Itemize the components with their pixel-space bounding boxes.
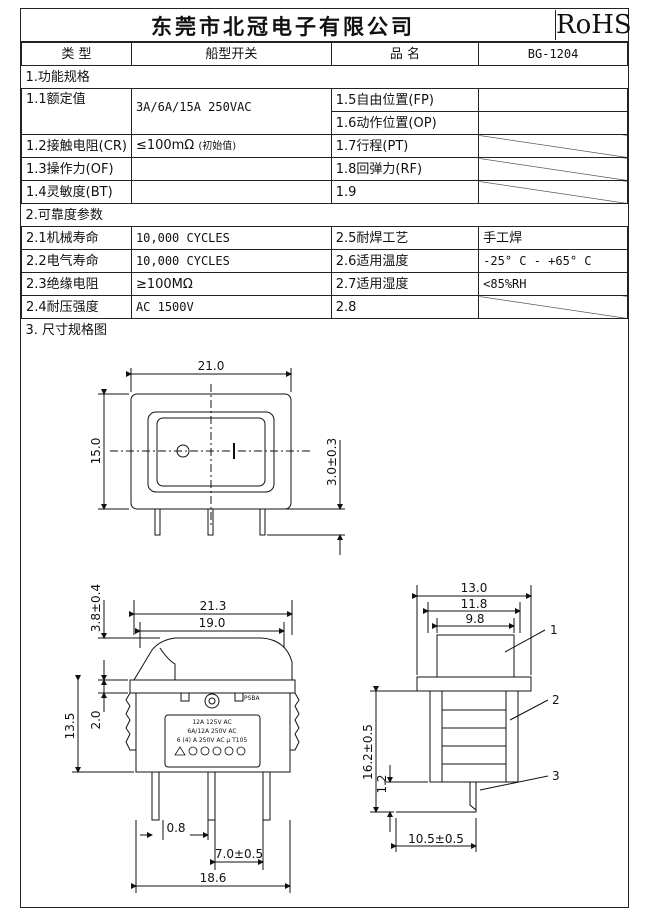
callout-1: 1 xyxy=(550,623,558,637)
dim-base-width: 18.6 xyxy=(200,871,227,885)
label-line-3: 6 (4) A 250V AC µ T105 xyxy=(177,737,248,744)
dim-front-width: 21.3 xyxy=(200,599,227,613)
dim-pin-length: 3.0±0.3 xyxy=(325,438,339,486)
dim-top-width: 21.0 xyxy=(198,359,225,373)
label-line-2: 6A/12A 250V AC xyxy=(187,728,236,735)
dim-side-pin: 1.2 xyxy=(375,774,389,793)
dim-top-height: 15.0 xyxy=(89,438,103,465)
dim-side-width-1: 13.0 xyxy=(461,581,488,595)
dim-pin-pitch: 7.0±0.5 xyxy=(215,847,263,861)
item19-value xyxy=(478,180,628,204)
item19-label: 1.9 xyxy=(330,180,480,204)
side-view xyxy=(370,585,549,852)
bt-label: 1.4灵敏度(BT) xyxy=(21,180,132,204)
spec-sheet: 东莞市北冠电子有限公司 RoHS 类 型 船型开关 品 名 BG-1204 1.… xyxy=(20,8,632,908)
section3-title: 3. 尺寸规格图 xyxy=(21,318,628,341)
weld-label: 2.5耐焊工艺 xyxy=(330,226,480,250)
name-value: BG-1204 xyxy=(478,42,628,66)
rf-label: 1.8回弹力(RF) xyxy=(330,157,480,181)
rated-value: 3A/6A/15A 250VAC xyxy=(130,88,332,135)
sheet-header: 东莞市北冠电子有限公司 RoHS xyxy=(21,9,632,42)
spec-table: 类 型 船型开关 品 名 BG-1204 1.功能规格 1.1额定值 3A/6A… xyxy=(21,42,628,341)
company-name: 东莞市北冠电子有限公司 xyxy=(151,15,415,39)
label-line-1: 12A 125V AC xyxy=(192,719,231,726)
top-view xyxy=(98,368,345,555)
dim-rocker-width: 19.0 xyxy=(199,616,226,630)
item28-label: 2.8 xyxy=(330,295,480,319)
type-label: 类 型 xyxy=(21,42,132,66)
rohs-mark: RoHS xyxy=(555,10,632,40)
name-label: 品 名 xyxy=(330,42,480,66)
dim-side-height: 16.2±0.5 xyxy=(361,724,375,780)
dim-body-height: 13.5 xyxy=(63,713,77,740)
volt-label: 2.4耐压强度 xyxy=(21,295,132,319)
volt-value: AC 1500V xyxy=(130,295,332,319)
dim-side-base: 10.5±0.5 xyxy=(408,832,464,846)
cr-label: 1.2接触电阻(CR) xyxy=(21,134,132,158)
rf-value xyxy=(478,157,628,181)
dim-side-width-2: 11.8 xyxy=(461,597,488,611)
mark-psba: PSBA xyxy=(244,695,261,702)
of-value xyxy=(130,157,332,181)
of-label: 1.3操作力(OF) xyxy=(21,157,132,181)
pt-value xyxy=(478,134,628,158)
certification-icons xyxy=(174,746,246,756)
front-view xyxy=(72,600,300,893)
rated-label: 1.1额定值 xyxy=(21,88,132,135)
mech-value: 10,000 CYCLES xyxy=(130,226,332,250)
dim-rocker-height: 3.8±0.4 xyxy=(89,584,103,632)
item28-value xyxy=(478,295,628,319)
dim-pin-width: 0.8 xyxy=(166,821,185,835)
callout-3: 3 xyxy=(552,769,560,783)
dim-side-width-3: 9.8 xyxy=(465,612,484,626)
temp-value: -25° C - +65° C xyxy=(478,249,628,273)
section2-title: 2.可靠度参数 xyxy=(21,203,628,227)
hum-value: <85%RH xyxy=(478,272,628,296)
ins-label: 2.3绝缘电阻 xyxy=(21,272,132,296)
dim-flange: 2.0 xyxy=(89,710,103,729)
callout-2: 2 xyxy=(552,693,560,707)
temp-label: 2.6适用温度 xyxy=(330,249,480,273)
fp-label: 1.5自由位置(FP) xyxy=(330,88,480,112)
